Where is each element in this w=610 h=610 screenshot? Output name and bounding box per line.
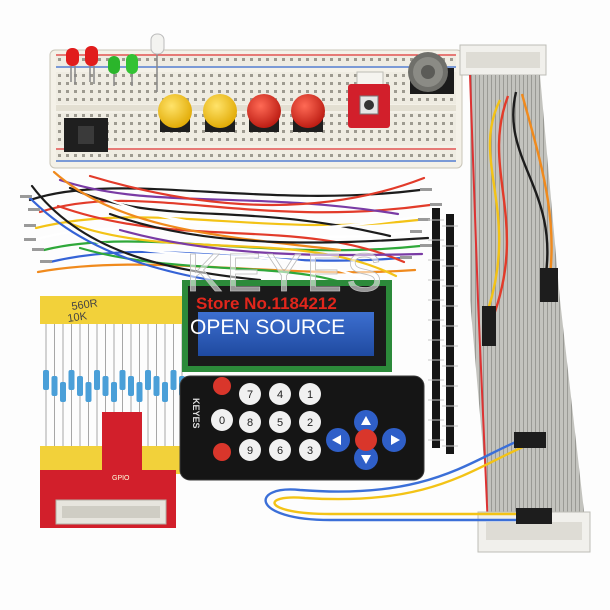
remote-key <box>299 383 321 405</box>
resistor-label-2: 10K <box>67 310 89 325</box>
push-button-yellow-1 <box>158 94 192 132</box>
ribbon-cable <box>459 44 591 553</box>
remote-key <box>211 409 233 431</box>
led-red-1 <box>66 48 79 84</box>
remote-key-label: 2 <box>307 417 313 429</box>
remote-key-label: 0 <box>219 415 225 427</box>
remote-red-key-top <box>213 377 231 395</box>
resistor-body <box>60 382 66 402</box>
remote-key <box>269 383 291 405</box>
resistor-body <box>153 376 160 396</box>
remote-key-label: 4 <box>277 389 283 401</box>
watermark: KEYES Store No.1184212 OPEN SOURCE <box>186 243 386 339</box>
blue-yellow-wires <box>264 436 526 522</box>
sensor-module <box>64 118 108 152</box>
led-green-1 <box>108 56 120 86</box>
jumper-wire-bundle <box>26 170 436 298</box>
resistor-body <box>119 370 126 390</box>
resistor-label-1: 560R <box>71 297 99 313</box>
ir-remote: KEYES 7 4 1 8 5 2 9 6 3 0 <box>179 375 425 481</box>
resistor-body <box>145 370 151 390</box>
resistor-body <box>111 382 117 402</box>
gas-sensor <box>408 52 454 94</box>
resistor-body <box>162 382 168 402</box>
gpio-breakout-board: GPIO <box>40 412 176 528</box>
resistor-body <box>68 370 75 390</box>
resistor-body <box>136 382 143 402</box>
resistor-body <box>43 370 49 390</box>
resistor-body <box>128 376 134 396</box>
remote-key-label: 9 <box>247 445 253 457</box>
led-green-2 <box>126 54 138 86</box>
remote-key-label: 1 <box>307 389 313 401</box>
dupont-connectors-right <box>482 268 558 346</box>
lcd-module <box>182 280 392 372</box>
remote-key-label: 6 <box>277 445 283 457</box>
led-red-2 <box>85 46 98 84</box>
remote-key-label: 7 <box>247 389 253 401</box>
resistor-body <box>51 376 58 396</box>
breakout-title: GPIO <box>112 475 130 482</box>
joystick-module <box>348 84 390 128</box>
remote-key <box>269 439 291 461</box>
watermark-tagline: OPEN SOURCE <box>190 316 345 339</box>
blue-yellow-connectors <box>514 432 552 524</box>
remote-keypad: 7 4 1 8 5 2 9 6 3 0 <box>211 383 321 461</box>
resistor-body <box>170 370 177 390</box>
remote-key <box>299 411 321 433</box>
resistor-body <box>85 382 92 402</box>
watermark-store: Store No.1184212 <box>196 294 337 313</box>
dupont-wires-right <box>486 91 553 321</box>
push-button-red-1 <box>247 94 281 132</box>
remote-red-key-bottom <box>213 443 231 461</box>
remote-key <box>239 383 261 405</box>
watermark-brand: KEYES <box>186 243 386 303</box>
remote-key <box>239 411 261 433</box>
resistor-body <box>77 376 83 396</box>
remote-key-label: 8 <box>247 417 253 429</box>
push-button-yellow-2 <box>203 94 237 132</box>
resistor-body <box>94 370 100 390</box>
resistor-body <box>102 376 109 396</box>
push-button-red-2 <box>291 94 325 132</box>
remote-key-label: 5 <box>277 417 283 429</box>
led-clear <box>150 33 165 92</box>
remote-key <box>299 439 321 461</box>
remote-key-label: 3 <box>307 445 313 457</box>
remote-key <box>239 439 261 461</box>
remote-brand: KEYES <box>191 398 201 429</box>
jumper-pin-tips <box>20 188 442 263</box>
remote-dpad <box>326 410 406 470</box>
remote-key <box>269 411 291 433</box>
pin-header-strips <box>428 208 458 454</box>
